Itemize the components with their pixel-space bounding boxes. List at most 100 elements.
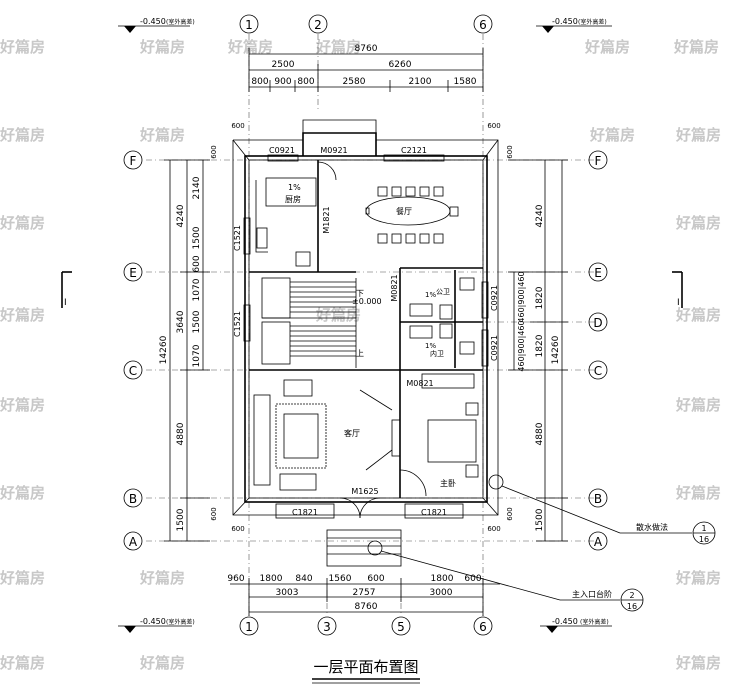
dim-label: 600 xyxy=(192,255,202,272)
elevation-mark-bottom-right: -0.450 (室外高差) xyxy=(540,617,612,633)
axis-bubble: 5 xyxy=(391,616,411,636)
axis-bubble: F xyxy=(123,150,143,170)
watermark: 好篇房 xyxy=(0,569,45,587)
watermark: 好篇房 xyxy=(0,306,45,324)
dim-label: 960 xyxy=(227,574,244,584)
door-label: M0921 xyxy=(320,146,347,155)
dim-label: 2757 xyxy=(353,588,376,598)
watermark: 好篇房 xyxy=(139,654,185,672)
room-label-bedroom: 主卧 xyxy=(440,478,456,488)
slope-label: 1% xyxy=(288,183,301,192)
watermark: 好篇房 xyxy=(675,396,721,414)
svg-text:1: 1 xyxy=(245,620,253,634)
room-label-bath-public: 公卫 xyxy=(436,288,450,296)
dim-label: 3640 xyxy=(176,310,186,333)
axis-bubble: E xyxy=(123,262,143,282)
axis-bubble: B xyxy=(588,488,608,508)
watermark: 好篇房 xyxy=(675,214,721,232)
windows xyxy=(243,154,489,519)
interior-walls xyxy=(249,160,483,498)
elevation-value: -0.450 xyxy=(552,617,578,626)
watermark: 好篇房 xyxy=(675,306,721,324)
dim-label: 1800 xyxy=(260,574,283,584)
watermark: 好篇房 xyxy=(675,654,721,672)
dim-label: 600 xyxy=(464,574,481,584)
watermark: 好篇房 xyxy=(139,569,185,587)
dim-label: 1820 xyxy=(535,334,545,357)
dim-label: 600 xyxy=(210,507,218,520)
elevation-value: -0.450 xyxy=(140,617,166,626)
svg-text:6: 6 xyxy=(479,620,487,634)
watermark: 好篇房 xyxy=(0,654,45,672)
watermark: 好篇房 xyxy=(589,126,635,144)
room-label-kitchen: 厨房 xyxy=(285,194,301,204)
svg-text:A: A xyxy=(594,535,603,549)
dim-label: 1580 xyxy=(454,77,477,87)
dining-chairs xyxy=(377,186,459,244)
window-label: C2121 xyxy=(401,146,427,155)
svg-text:3: 3 xyxy=(323,620,331,634)
callout-number: 2 xyxy=(629,591,634,600)
dim-label: 600 xyxy=(231,122,244,130)
dim-label: 460|900|460 xyxy=(517,320,526,371)
axis-bubble: C xyxy=(123,360,143,380)
dim-label: 1500 xyxy=(176,508,186,531)
section-marker-right: I xyxy=(672,271,683,308)
callout-number: 1 xyxy=(701,524,706,533)
dim-label: 840 xyxy=(295,574,312,584)
svg-text:I: I xyxy=(677,298,680,308)
svg-text:5: 5 xyxy=(397,620,405,634)
dim-label: 4880 xyxy=(535,422,545,445)
dim-label: 1800 xyxy=(431,574,454,584)
watermark: 好篇房 xyxy=(0,126,45,144)
elevation-note: (室外高差) xyxy=(580,618,609,626)
dim-label: 1560 xyxy=(329,574,352,584)
section-marker-left: I xyxy=(61,271,72,308)
axis-bubbles: 1 2 6 1 3 5 6 F E C B A F E D C B A xyxy=(123,14,608,636)
axis-bubble: 1 xyxy=(239,616,259,636)
svg-text:A: A xyxy=(129,535,138,549)
dim-label: 1500 xyxy=(192,226,202,249)
left-dimensions: 14260 4240 3640 4880 1500 2140 1500 600 … xyxy=(159,145,218,542)
axis-bubble: 1 xyxy=(239,14,259,34)
dim-label: 6260 xyxy=(389,60,412,70)
window-label: C0921 xyxy=(490,335,499,361)
window-label: C0921 xyxy=(490,285,499,311)
callout-sheet: 16 xyxy=(699,535,709,544)
svg-text:6: 6 xyxy=(479,18,487,32)
window-label: C1521 xyxy=(233,311,242,337)
room-label-living: 客厅 xyxy=(344,428,360,438)
axis-bubble: B xyxy=(123,488,143,508)
entrance xyxy=(326,497,402,567)
svg-text:C: C xyxy=(594,364,602,378)
watermark: 好篇房 xyxy=(673,38,719,56)
door-label: M1821 xyxy=(322,206,331,233)
bathrooms: 1% 公卫 1% 内卫 xyxy=(409,277,475,358)
dim-label: 2500 xyxy=(272,60,295,70)
door-label: M0821 xyxy=(406,379,433,388)
axis-grid xyxy=(146,34,596,616)
axis-bubble: F xyxy=(588,150,608,170)
drawing-title-text: 一层平面布置图 xyxy=(313,658,418,676)
drawing-title: 一层平面布置图 xyxy=(312,658,420,684)
bottom-dimensions: 960 1800 840 1560 600 1800 600 3003 2757… xyxy=(227,525,501,616)
axis-bubble: 6 xyxy=(473,616,493,636)
watermark: 好篇房 xyxy=(0,396,45,414)
slope-label: 1% xyxy=(425,291,436,299)
axis-bubble: D xyxy=(588,312,608,332)
elevation-mark-top-right: -0.450 (室外高差) xyxy=(536,17,612,33)
dim-label: 600 xyxy=(487,122,500,130)
window-label: C0921 xyxy=(269,146,295,155)
watermark: 好篇房 xyxy=(675,126,721,144)
watermark: 好篇房 xyxy=(584,38,630,56)
svg-text:F: F xyxy=(595,154,602,168)
dim-label: 600 xyxy=(506,507,514,520)
watermark: 好篇房 xyxy=(675,484,721,502)
svg-text:F: F xyxy=(130,154,137,168)
watermark: 好篇房 xyxy=(227,38,273,56)
dim-label: 1070 xyxy=(192,278,202,301)
living-room: 客厅 xyxy=(253,379,401,491)
watermark: 好篇房 xyxy=(315,306,361,324)
dim-label: 600 xyxy=(367,574,384,584)
